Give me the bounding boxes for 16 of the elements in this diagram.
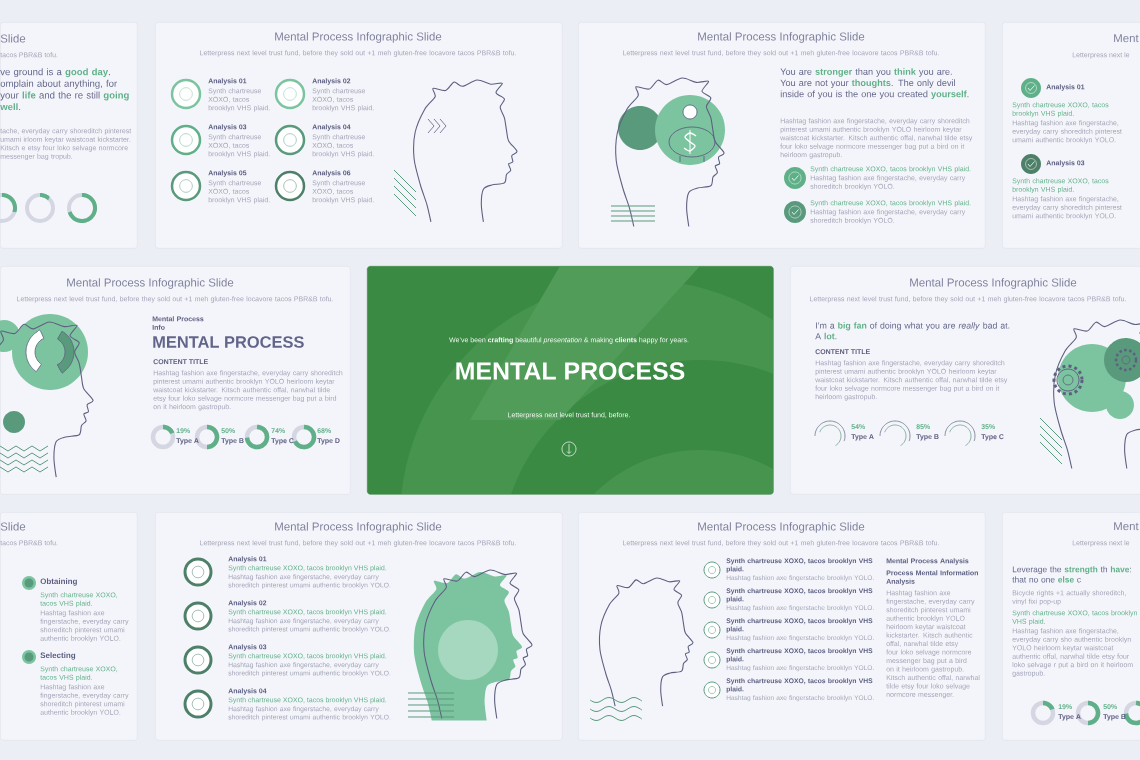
slide-title: Mental Process Infographic Slide bbox=[275, 522, 442, 533]
headline-text: ve ground is a good day. omplain about anything, for your life and the re still going well. bbox=[0, 68, 129, 111]
slide-title: Mental Process Infographic Slide bbox=[910, 278, 1077, 289]
slide-title: Ment bbox=[1114, 522, 1139, 531]
slide-title: Mental Process Infographic Slide bbox=[67, 278, 234, 289]
slide-title: Slide bbox=[0, 34, 26, 43]
slide-title: Mental Process Infographic Slide bbox=[698, 32, 865, 43]
slide-title: Mental Process Infographic Slide bbox=[698, 522, 865, 533]
headline-text: You are stronger than you think you are. You are not your thoughts. The only devil inside of you is the one you created yourself. bbox=[780, 68, 969, 100]
headline-text: Leverage the strength th have: that no one else c bbox=[1012, 566, 1131, 583]
slide-title: Slide bbox=[0, 522, 26, 531]
slide-title: Ment bbox=[1114, 34, 1139, 43]
headline-text: I’m a big fan of doing what you are really bad at. A lot. bbox=[815, 322, 1010, 340]
slide-title: Mental Process Infographic Slide bbox=[275, 32, 442, 43]
main-title: MENTAL PROCESS bbox=[456, 362, 685, 380]
big-heading: MENTAL PROCESS bbox=[153, 336, 304, 348]
